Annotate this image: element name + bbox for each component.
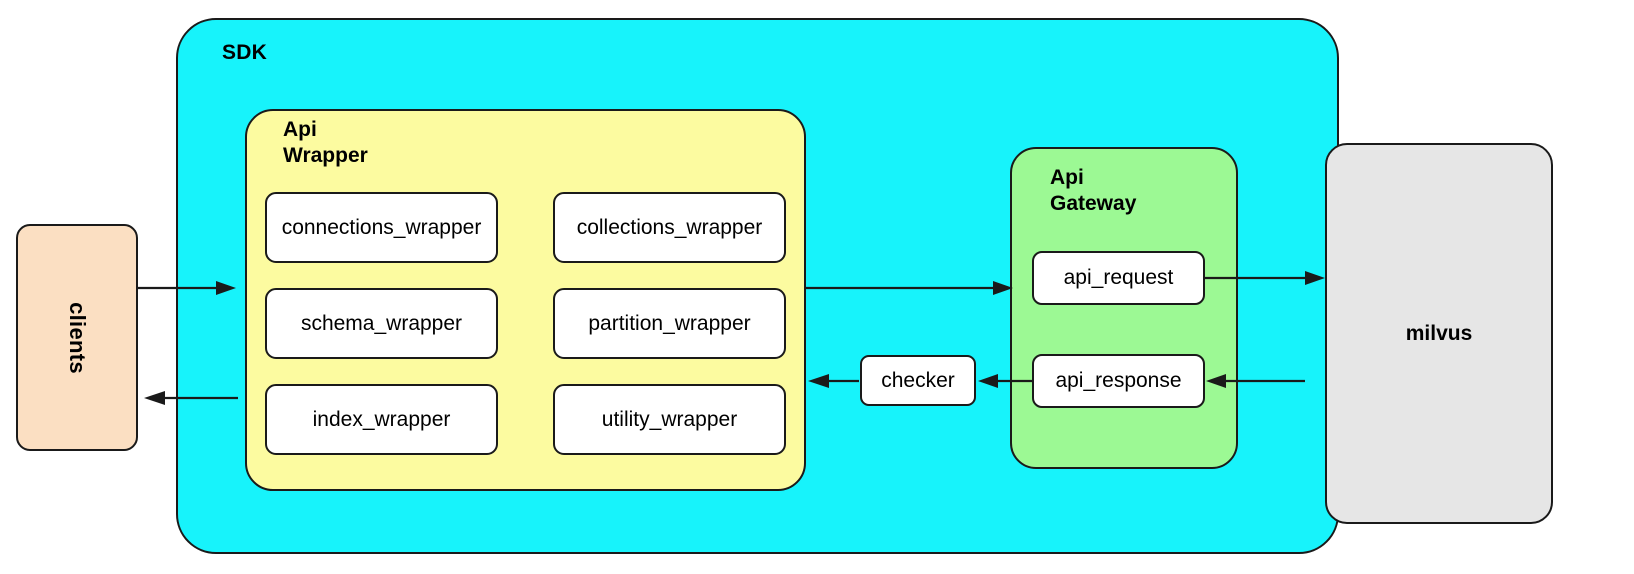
schema-wrapper-node[interactable]: schema_wrapper xyxy=(265,288,498,359)
api-gateway-label: Api Gateway xyxy=(1050,165,1230,217)
api-response-node[interactable]: api_response xyxy=(1032,354,1205,408)
clients-node[interactable]: clients xyxy=(16,224,138,451)
api-wrapper-label: Api Wrapper xyxy=(283,117,483,169)
collections-wrapper-node[interactable]: collections_wrapper xyxy=(553,192,786,263)
api-wrapper-label-line2: Wrapper xyxy=(283,144,368,168)
api-wrapper-label-line1: Api xyxy=(283,118,317,141)
connections-wrapper-node[interactable]: connections_wrapper xyxy=(265,192,498,263)
sdk-label: SDK xyxy=(222,41,267,64)
api-gateway-container[interactable] xyxy=(1010,147,1238,469)
partition-wrapper-node[interactable]: partition_wrapper xyxy=(553,288,786,359)
api-gateway-label-line2: Gateway xyxy=(1050,192,1137,216)
clients-label: clients xyxy=(64,301,90,374)
checker-node[interactable]: checker xyxy=(860,355,976,406)
api-request-node[interactable]: api_request xyxy=(1032,251,1205,305)
api-gateway-label-line1: Api xyxy=(1050,166,1084,189)
milvus-label: milvus xyxy=(1405,321,1473,345)
milvus-node[interactable]: milvus xyxy=(1325,143,1553,524)
index-wrapper-node[interactable]: index_wrapper xyxy=(265,384,498,455)
utility-wrapper-node[interactable]: utility_wrapper xyxy=(553,384,786,455)
